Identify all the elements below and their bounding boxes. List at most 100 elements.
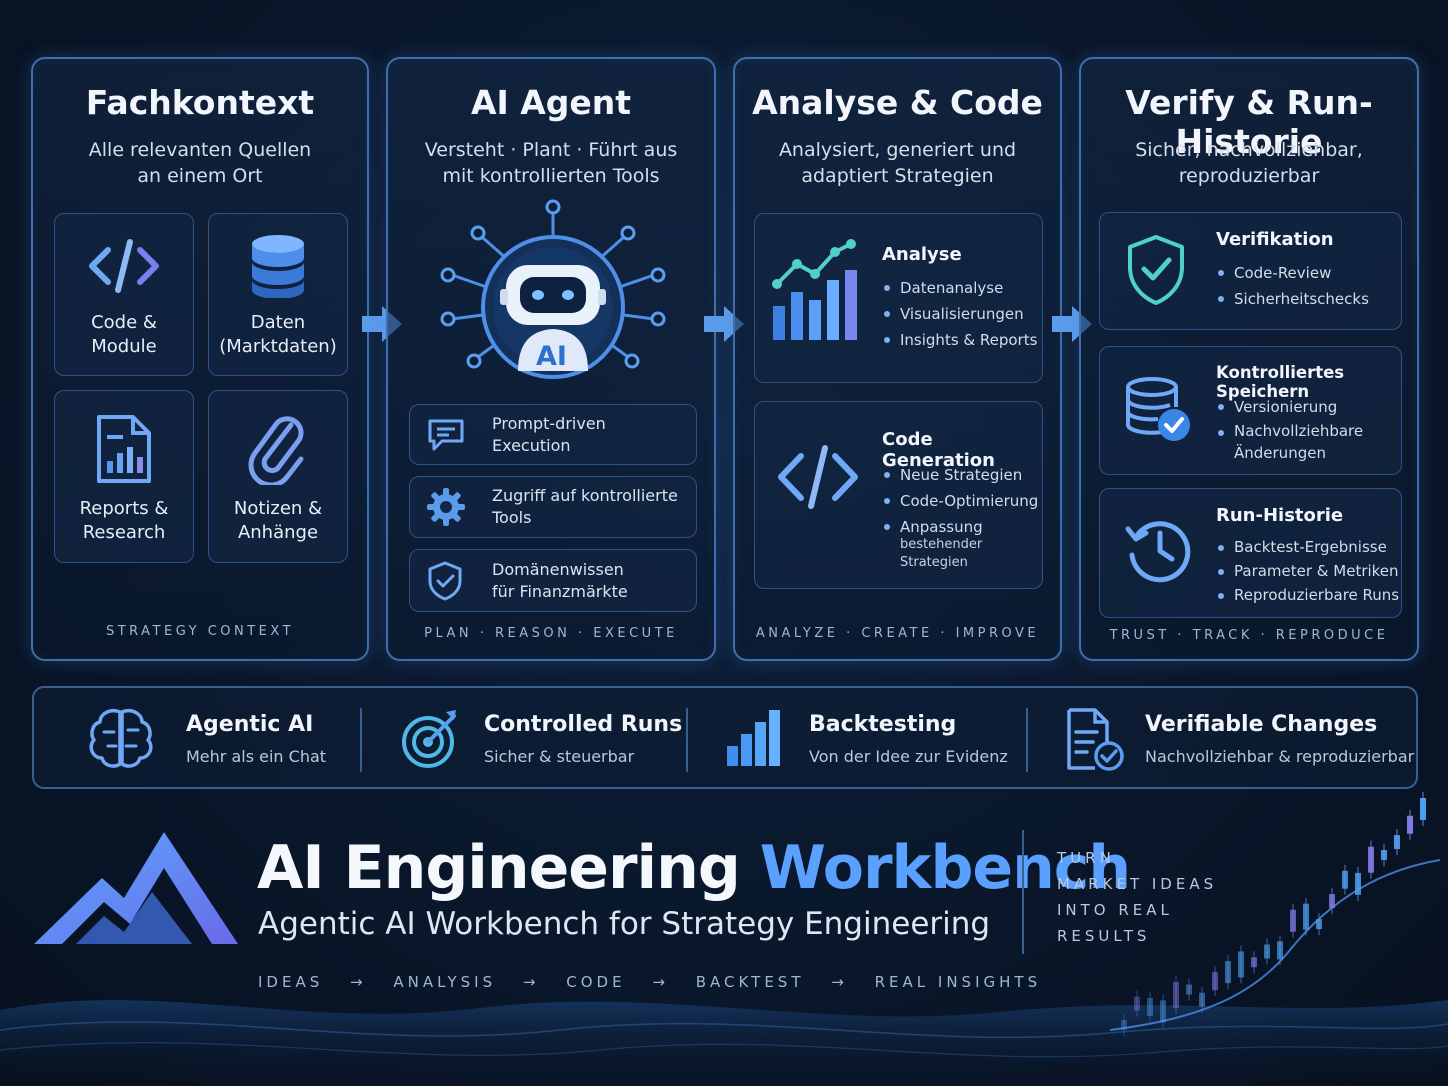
divider [360,708,362,772]
tile-reports-research[interactable]: Reports & Research [54,390,194,563]
candle-body [1173,981,1179,1008]
growth-chart-icon [772,239,857,340]
candle-body [1290,909,1296,932]
verifikation-list: Code-Review Sicherheitschecks [1216,260,1369,312]
candle-body [1264,944,1270,959]
feature-bar: Agentic AI Mehr als ein Chat Controlled … [32,686,1418,789]
candle-body [1160,1000,1166,1023]
candle-body [1316,919,1322,930]
list-item-sub: bestehender Strategien [900,537,983,570]
candle-body [1381,850,1387,861]
tile-label: Code & Module [91,312,157,357]
candle-body [1147,997,1153,1016]
candle-body [1368,846,1374,873]
flow-step: IDEAS [258,973,324,991]
bar-chart-icon [727,710,780,766]
list-item: Code-Optimierung [882,488,1042,514]
candle-body [1134,996,1140,1011]
section-title: Code Generation [882,429,995,471]
feature-backtesting: Backtesting Von der Idee zur Evidenz [689,688,1024,787]
list-item: Code-Review [1216,260,1369,286]
tile-label: Daten (Marktdaten) [219,312,337,357]
candle-body [1342,870,1348,889]
candle-body [1225,961,1231,984]
panel-subtitle: Sicher, nachvollziehbar, reproduzierbar [1135,139,1363,187]
flow-arrow-icon: → [350,973,367,991]
panel-verify: Verify & Run-Historie Sicher, nachvollzi… [1079,57,1419,661]
candle-body [1121,1020,1127,1030]
list-item: Visualisierungen [882,301,1037,327]
wave-decoration [0,1000,1448,1086]
logo-mountain-icon [34,832,238,944]
feature-controlled-runs: Controlled Runs Sicher & steuerbar [364,688,689,787]
feature-title: Agentic AI [186,712,314,737]
flow-steps: IDEAS → ANALYSIS → CODE → BACKTEST → REA… [258,973,1059,991]
list-item: Neue Strategien [882,462,1042,488]
flow-step: CODE [566,973,626,991]
candle-body [1355,872,1361,895]
side-tagline-line: TURN [1057,849,1115,867]
panel-analyse-code: Analyse & Code Analysiert, generiert und… [733,57,1062,661]
report-icon [97,415,151,483]
feature-verifiable-changes: Verifiable Changes Nachvollziehbar & rep… [1029,688,1414,787]
feature-title: Verifiable Changes [1145,712,1378,737]
panel-title: Verify & Run-Historie [1125,83,1373,161]
code-list: Neue Strategien Code-Optimierung Anpassu… [882,462,1042,572]
panel-footer: TRUST · TRACK · REPRODUCE [1109,628,1389,643]
shield-check-icon [1128,235,1184,305]
flow-arrow-icon: → [522,973,540,991]
panel-ai-agent: AI Agent Versteht · Plant · Führt aus mi… [386,57,716,661]
section-title: Analyse [882,244,962,265]
panel-title: AI Agent [470,83,632,122]
document-check-icon [1067,708,1124,771]
feature-agentic-ai: Agentic AI Mehr als ein Chat [34,688,364,787]
history-clock-icon [1125,521,1191,583]
list-item: Nachvollziehbare Änderungen [1216,420,1396,464]
candle-body [1212,972,1218,991]
panel-footer: ANALYZE · CREATE · IMPROVE [755,626,1040,641]
brand-title-part2: Workbench [759,833,1131,903]
flow-step: BACKTEST [695,973,805,991]
candle-body [1199,992,1205,1007]
list-item: Parameter & Metriken [1216,559,1399,583]
panel-subtitle: Alle relevanten Quellen an einem Ort [88,139,312,187]
gear-icon [427,488,465,526]
side-tagline-line: INTO REAL [1057,901,1173,919]
candle-body [1394,835,1400,850]
flow-step: REAL INSIGHTS [874,973,1042,991]
divider [686,708,688,772]
brand-tagline: Agentic AI Workbench for Strategy Engine… [258,906,991,942]
tile-label: Reports & Research [79,498,169,543]
panel-title: Analyse & Code [752,83,1043,122]
list-item-text: Anpassung [900,518,983,536]
candlestick-decoration [1110,792,1440,1036]
database-icon [252,235,304,298]
brand-title-part1: AI Engineering [257,833,741,903]
feature-subtitle: Mehr als ein Chat [186,747,327,766]
panel-fachkontext: Fachkontext Alle relevanten Quellen an e… [31,57,369,661]
code-generation-section: Code Generation Neue Strategien Code-Opt… [754,401,1043,589]
candle-body [1186,984,1192,995]
tile-code-modules[interactable]: Code & Module [54,213,194,376]
section-title: Verifikation [1216,229,1334,250]
feature-subtitle: Sicher & steuerbar [484,747,635,766]
list-item: Datenanalyse [882,275,1037,301]
shield-icon [428,561,462,600]
flow-arrow-icon: → [831,973,848,991]
brain-icon [89,709,153,768]
code-icon [778,445,858,509]
candle-body [1329,894,1335,909]
feature-title: Backtesting [809,712,957,737]
feature-title: Controlled Runs [484,712,683,737]
side-tagline: TURN MARKET IDEAS INTO REAL RESULTS [1057,845,1217,949]
tile-daten[interactable]: Daten (Marktdaten) [208,213,348,376]
section-title: Kontrolliertes Speichern [1216,363,1345,401]
candle-body [1238,951,1244,978]
panel-subtitle: Analysiert, generiert und adaptiert Stra… [778,139,1017,187]
tile-notizen[interactable]: Notizen & Anhänge [208,390,348,563]
panel-footer: PLAN · REASON · EXECUTE [424,626,678,641]
feature-subtitle: Von der Idee zur Evidenz [809,747,1008,766]
agent-row-domain: Domänenwissen für Finanzmärkte [409,549,697,612]
speichern-list: Versionierung Nachvollziehbare Änderunge… [1216,394,1396,464]
